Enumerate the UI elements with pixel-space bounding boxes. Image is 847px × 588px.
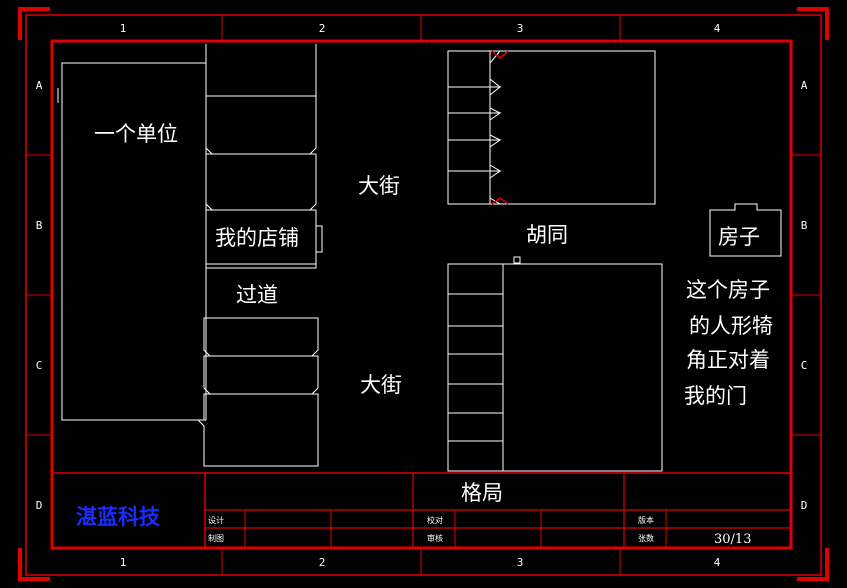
row-marker-left-c: C <box>36 359 43 372</box>
check-label: 校对 <box>427 515 443 525</box>
unit-building <box>61 62 207 421</box>
my-shop-outline <box>205 212 323 269</box>
review-label: 审核 <box>427 533 443 543</box>
row-marker-left-d: D <box>36 499 43 512</box>
lower-middle-building <box>447 256 663 472</box>
street-top-label: 大街 <box>358 174 400 198</box>
outer-frame <box>18 7 829 581</box>
sheet-label: 张数 <box>638 533 654 543</box>
col-marker-top-4: 4 <box>714 22 721 35</box>
street-bottom-label: 大街 <box>360 373 402 397</box>
row-marker-right-d: D <box>801 499 808 512</box>
row-marker-right-b: B <box>801 219 808 232</box>
my-shop-label: 我的店铺 <box>215 226 299 250</box>
note-line-3: 角正对着 <box>686 348 770 372</box>
title-block <box>52 472 791 548</box>
col-marker-top-2: 2 <box>319 22 326 35</box>
row-marker-left-b: B <box>36 219 43 232</box>
company-logo-text: 湛蓝科技 <box>76 505 161 529</box>
draw-label: 制图 <box>208 533 224 543</box>
version-label: 版本 <box>638 515 654 525</box>
row-marker-right-c: C <box>801 359 808 372</box>
col-marker-top-1: 1 <box>120 22 127 35</box>
row-marker-right-a: A <box>801 79 808 92</box>
unit-label: 一个单位 <box>94 122 178 146</box>
col-marker-top-3: 3 <box>517 22 524 35</box>
upper-middle-building <box>447 50 656 205</box>
sheet-value: 30/13 <box>714 532 751 547</box>
design-label: 设计 <box>208 515 224 525</box>
note-line-2: 的人形犄 <box>689 314 773 338</box>
note-line-1: 这个房子 <box>686 278 770 302</box>
lower-left-blocks <box>196 317 319 467</box>
col-marker-bottom-1: 1 <box>120 556 127 569</box>
house-outline <box>709 203 782 257</box>
col-marker-bottom-2: 2 <box>319 556 326 569</box>
passage-label: 过道 <box>236 283 278 307</box>
drawing-title: 格局 <box>461 481 503 505</box>
row-marker-left-a: A <box>36 79 43 92</box>
alley-label: 胡同 <box>526 223 568 247</box>
house-label: 房子 <box>718 225 760 249</box>
col-marker-bottom-3: 3 <box>517 556 524 569</box>
note-line-4: 我的门 <box>684 384 747 408</box>
col-marker-bottom-4: 4 <box>714 556 721 569</box>
